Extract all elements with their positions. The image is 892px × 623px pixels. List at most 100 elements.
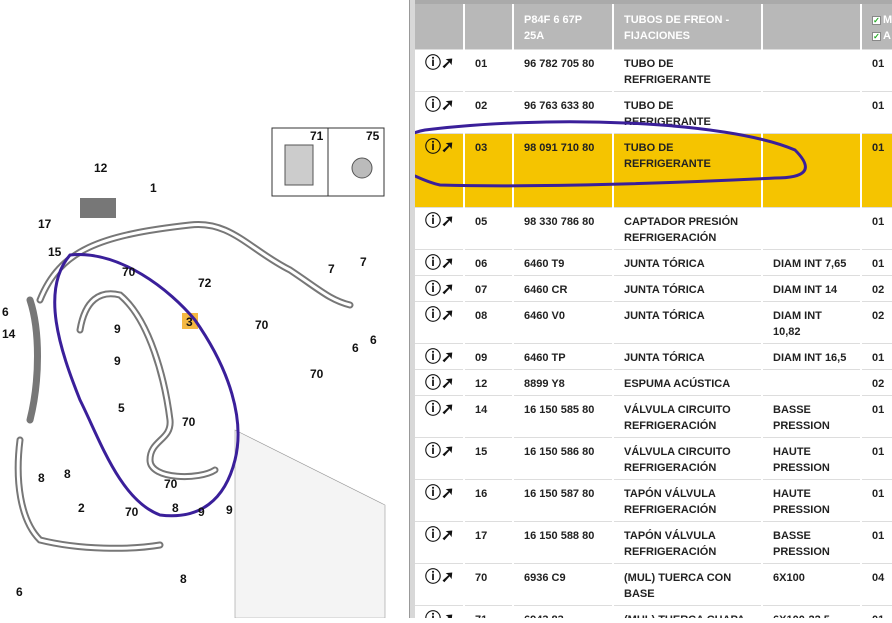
cell-part: 16 150 587 80	[513, 479, 614, 522]
cell-qty: 01	[861, 479, 892, 522]
cell-qty: 01	[861, 521, 892, 564]
info-link-icon[interactable]: ⓘ➚	[415, 49, 465, 92]
cell-part: 6460 CR	[513, 275, 614, 302]
svg-text:9: 9	[226, 503, 233, 517]
cell-ref: 16	[464, 479, 514, 522]
svg-text:8: 8	[180, 572, 187, 586]
svg-text:70: 70	[125, 505, 139, 519]
info-link-icon[interactable]: ⓘ➚	[415, 479, 465, 522]
svg-text:15: 15	[48, 245, 62, 259]
info-link-icon[interactable]: ⓘ➚	[415, 275, 465, 302]
cell-desc: TUBO DE REFRIGERANTE	[613, 133, 763, 208]
info-link-icon[interactable]: ⓘ➚	[415, 521, 465, 564]
cell-ref: 17	[464, 521, 514, 564]
info-link-icon[interactable]: ⓘ➚	[415, 605, 465, 618]
panel-divider[interactable]	[409, 0, 415, 618]
cell-extra: 6X100	[762, 563, 862, 606]
svg-text:8: 8	[64, 467, 71, 481]
cell-qty: 01	[861, 605, 892, 618]
info-link-icon[interactable]: ⓘ➚	[415, 301, 465, 344]
cell-qty: 01	[861, 249, 892, 276]
header-qty: ✓M✓A	[861, 0, 892, 50]
cell-extra	[762, 49, 862, 92]
svg-text:8: 8	[38, 471, 45, 485]
cell-ref: 14	[464, 395, 514, 438]
info-link-icon[interactable]: ⓘ➚	[415, 133, 465, 208]
cell-extra	[762, 133, 862, 208]
info-link-icon[interactable]: ⓘ➚	[415, 395, 465, 438]
svg-text:7: 7	[360, 255, 367, 269]
foam-part	[80, 198, 116, 218]
cell-part: 98 091 710 80	[513, 133, 614, 208]
svg-text:9: 9	[114, 354, 121, 368]
cell-extra: BASSE PRESSION	[762, 521, 862, 564]
cell-part: 16 150 585 80	[513, 395, 614, 438]
cell-desc: CAPTADOR PRESIÓN REFRIGERACIÓN	[613, 207, 763, 250]
info-link-icon[interactable]: ⓘ➚	[415, 207, 465, 250]
svg-text:6: 6	[16, 585, 23, 599]
info-link-icon[interactable]: ⓘ➚	[415, 437, 465, 480]
cell-ref: 01	[464, 49, 514, 92]
cell-extra	[762, 207, 862, 250]
cell-qty: 04	[861, 563, 892, 606]
cell-extra: DIAM INT 7,65	[762, 249, 862, 276]
svg-text:70: 70	[255, 318, 269, 332]
cell-ref: 08	[464, 301, 514, 344]
cell-desc: (MUL) TUERCA CHAPA	[613, 605, 763, 618]
svg-text:1: 1	[150, 181, 157, 195]
header-part: P84F 6 67P 25A	[513, 0, 614, 50]
cell-desc: TAPÓN VÁLVULA REFRIGERACIÓN	[613, 479, 763, 522]
cell-extra: HAUTE PRESSION	[762, 437, 862, 480]
cell-desc: TUBO DE REFRIGERANTE	[613, 91, 763, 134]
cell-part: 6936 C9	[513, 563, 614, 606]
check-icon[interactable]: ✓	[872, 32, 881, 41]
cell-desc: JUNTA TÓRICA	[613, 343, 763, 370]
check-icon[interactable]: ✓	[872, 16, 881, 25]
cell-part: 8899 Y8	[513, 369, 614, 396]
cell-ref: 70	[464, 563, 514, 606]
cell-ref: 07	[464, 275, 514, 302]
cell-qty: 01	[861, 343, 892, 370]
table-row[interactable]: ⓘ➚716943 83(MUL) TUERCA CHAPA6X100-22,50…	[415, 605, 892, 618]
cell-desc: ESPUMA ACÚSTICA	[613, 369, 763, 396]
info-link-icon[interactable]: ⓘ➚	[415, 343, 465, 370]
svg-text:14: 14	[2, 327, 16, 341]
cell-qty: 01	[861, 49, 892, 92]
cell-ref: 02	[464, 91, 514, 134]
info-link-icon[interactable]: ⓘ➚	[415, 249, 465, 276]
svg-text:17: 17	[38, 217, 52, 231]
info-link-icon[interactable]: ⓘ➚	[415, 91, 465, 134]
svg-text:71: 71	[310, 129, 324, 143]
cell-extra: DIAM INT 16,5	[762, 343, 862, 370]
cell-ref: 12	[464, 369, 514, 396]
cell-qty: 02	[861, 301, 892, 344]
cell-part: 6460 V0	[513, 301, 614, 344]
cell-qty: 01	[861, 207, 892, 250]
cell-ref: 06	[464, 249, 514, 276]
cell-ref: 05	[464, 207, 514, 250]
svg-text:8: 8	[172, 501, 179, 515]
cell-ref: 09	[464, 343, 514, 370]
info-link-icon[interactable]: ⓘ➚	[415, 563, 465, 606]
cell-qty: 02	[861, 369, 892, 396]
info-link-icon[interactable]: ⓘ➚	[415, 369, 465, 396]
cell-part: 96 782 705 80	[513, 49, 614, 92]
cell-ref: 03	[464, 133, 514, 208]
cell-ref: 71	[464, 605, 514, 618]
svg-text:12: 12	[94, 161, 108, 175]
